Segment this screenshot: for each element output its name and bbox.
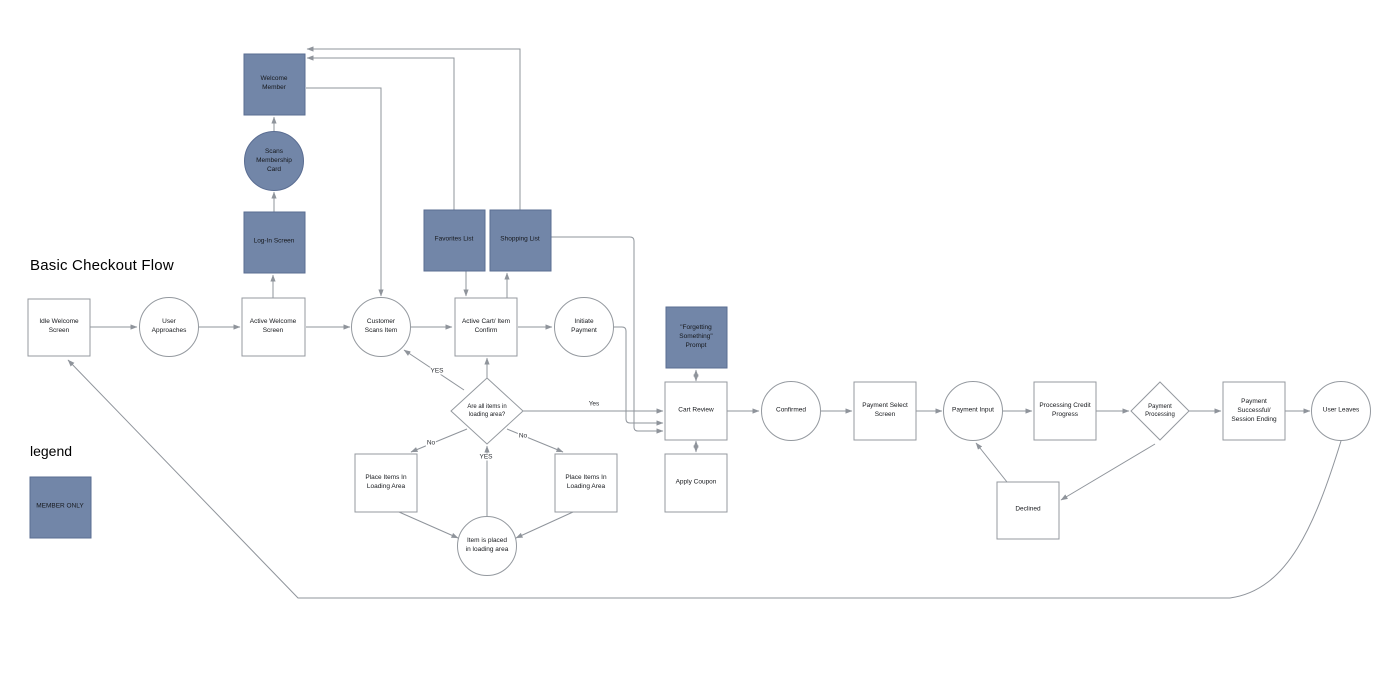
edge-user-leaves-to-idle-return <box>67 359 1342 599</box>
apply-coupon-shape <box>664 453 728 513</box>
flow-nodes <box>27 53 1371 576</box>
favorites-list-shape <box>423 209 486 272</box>
cart-review-shape <box>664 381 728 441</box>
customer-scans-item-shape <box>351 297 411 357</box>
flow-edges <box>67 46 1342 599</box>
edge-diamond-to-place-items-left-no <box>410 428 468 453</box>
edge-welcome-member-to-customer-scans <box>306 87 384 297</box>
active-cart-item-confirm-shape <box>454 297 518 357</box>
place-items-right-shape <box>554 453 618 513</box>
place-items-left-shape <box>354 453 418 513</box>
initiate-payment-shape <box>554 297 614 357</box>
forgetting-something-prompt-shape <box>665 306 728 369</box>
page-title: Basic Checkout Flow <box>30 257 174 274</box>
edge-place-left-to-item-placed <box>398 511 459 539</box>
payment-select-screen-shape <box>853 381 917 441</box>
edge-shopping-list-to-cart-review <box>551 236 664 434</box>
payment-successful-shape <box>1222 381 1286 441</box>
edge-payment-processing-to-declined <box>1060 443 1156 501</box>
edge-declined-to-payment-input <box>975 442 1008 483</box>
edge-initiate-payment-to-cart-review <box>613 326 664 426</box>
edge-shopping-to-welcome-member <box>306 46 521 210</box>
item-placed-shape <box>457 516 517 576</box>
edge-diamond-to-place-items-right-no <box>506 428 564 453</box>
welcome-member-shape <box>243 53 306 116</box>
edge-favorites-to-welcome-member <box>306 55 455 210</box>
edge-place-right-to-item-placed <box>515 511 574 539</box>
legend-member-only-shape <box>29 476 92 539</box>
scans-membership-card-shape <box>244 131 304 191</box>
confirmed-shape <box>761 381 821 441</box>
items-loading-area-decision-shape <box>450 377 524 445</box>
idle-welcome-screen-shape <box>27 298 91 357</box>
shopping-list-shape <box>489 209 552 272</box>
active-welcome-screen-shape <box>241 297 306 357</box>
user-leaves-shape <box>1311 381 1371 441</box>
payment-input-shape <box>943 381 1003 441</box>
processing-credit-progress-shape <box>1033 381 1097 441</box>
declined-shape <box>996 481 1060 540</box>
payment-processing-decision-shape <box>1130 381 1190 441</box>
legend-heading: legend <box>30 443 73 459</box>
log-in-screen-shape <box>243 211 306 274</box>
user-approaches-shape <box>139 297 199 357</box>
